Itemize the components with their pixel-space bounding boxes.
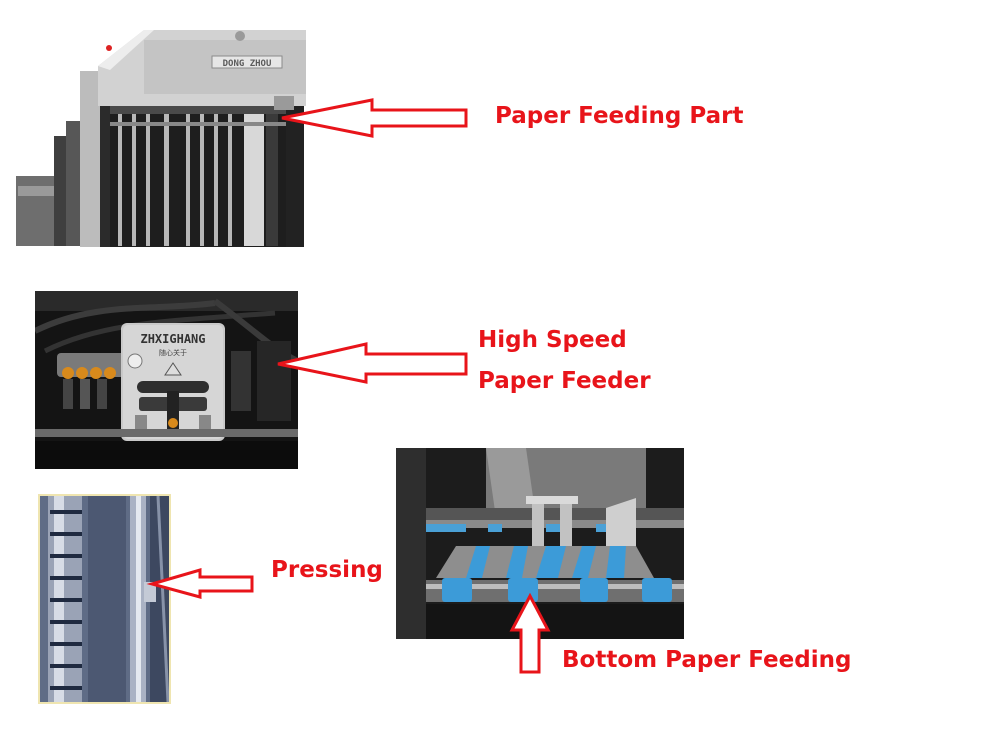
bottom-paper-feeding-label: Bottom Paper Feeding (562, 647, 852, 673)
arrow-left-icon (146, 568, 254, 599)
high-speed-label-line1: High Speed (478, 327, 627, 353)
bottom-feeding-photo (396, 448, 684, 639)
high-speed-label-line2: Paper Feeder (478, 368, 651, 394)
arrow-left-icon (281, 98, 468, 138)
bottom-feeding-illustration (396, 448, 684, 639)
arrow-up-icon (509, 592, 551, 674)
machine-photo: DONG ZHOU (14, 26, 306, 248)
feeder-brand-text: ZHXIGHANG (140, 332, 205, 346)
feeder-photo: ZHXIGHANG 随心关于 (35, 291, 298, 469)
feeder-illustration: ZHXIGHANG 随心关于 (35, 291, 298, 469)
feeder-subtitle-text: 随心关于 (159, 348, 187, 357)
paper-feeding-part-label: Paper Feeding Part (495, 103, 744, 129)
machine-illustration: DONG ZHOU (14, 26, 306, 248)
pressing-illustration (40, 496, 169, 702)
arrow-left-icon (277, 342, 468, 384)
pressing-label: Pressing (271, 557, 383, 583)
pressing-photo (38, 494, 171, 704)
machine-brand-text: DONG ZHOU (223, 59, 272, 69)
